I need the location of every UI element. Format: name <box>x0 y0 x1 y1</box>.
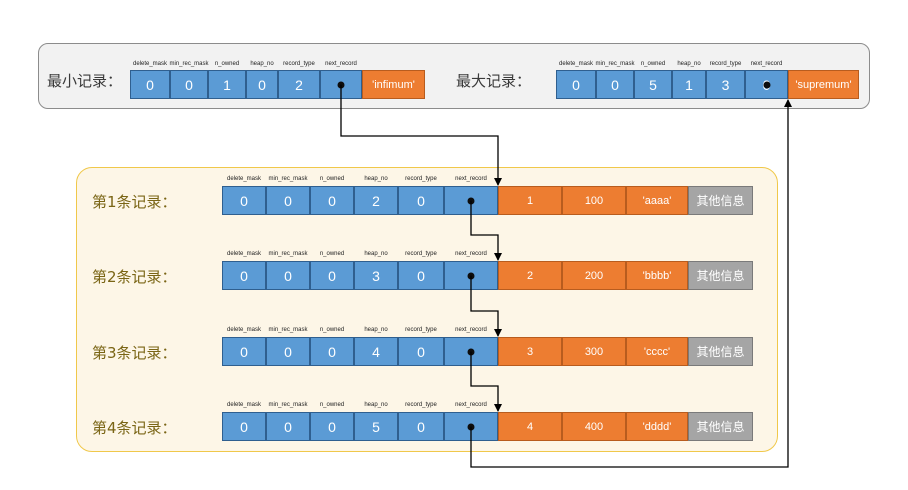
field-delete-mask-value: 0 <box>556 70 596 99</box>
header-field-min-rec-mask: min_rec_mask <box>595 61 635 67</box>
value-column-cell: 400 <box>562 412 626 441</box>
header-field-min-rec-mask: min_rec_mask <box>268 327 308 333</box>
string-column-cell: 'aaaa' <box>626 186 688 215</box>
field-delete-mask-value: 0 <box>222 412 266 441</box>
header-field-n-owned: n_owned <box>319 327 345 333</box>
field-min-rec-mask-value: 0 <box>266 337 310 366</box>
supremum-label: 最大记录： <box>456 72 532 90</box>
header-field-record-type: record_type <box>405 327 437 333</box>
header-field-delete-mask: delete_mask <box>132 61 168 67</box>
header-field-heap-no: heap_no <box>677 61 701 67</box>
next-record-pointer-dot <box>467 423 475 430</box>
header-field-next-record: next_record <box>455 251 487 257</box>
header-field-n-owned: n_owned <box>319 402 345 408</box>
field-record-type-value: 2 <box>278 70 320 99</box>
header-field-delete-mask: delete_mask <box>226 176 262 182</box>
next-record-pointer-dot <box>337 81 345 88</box>
header-field-delete-mask: delete_mask <box>226 251 262 257</box>
field-min-rec-mask-value: 0 <box>266 186 310 215</box>
supremum-data-cell: 'supremum' <box>788 70 859 99</box>
other-info-cell: 其他信息 <box>688 337 753 366</box>
header-field-delete-mask: delete_mask <box>226 402 262 408</box>
header-field-n-owned: n_owned <box>640 61 666 67</box>
field-min-rec-mask-value: 0 <box>266 412 310 441</box>
records-3-label: 第4条记录： <box>92 419 177 437</box>
field-min-rec-mask-value: 0 <box>266 261 310 290</box>
header-field-min-rec-mask: min_rec_mask <box>169 61 209 67</box>
header-field-heap-no: heap_no <box>364 176 388 182</box>
field-min-rec-mask-value: 0 <box>170 70 208 99</box>
header-field-record-type: record_type <box>405 402 437 408</box>
header-field-record-type: record_type <box>283 61 315 67</box>
field-delete-mask-value: 0 <box>222 261 266 290</box>
field-delete-mask-value: 0 <box>222 186 266 215</box>
field-n-owned-value: 5 <box>634 70 672 99</box>
field-heap-no-value: 0 <box>246 70 278 99</box>
header-field-heap-no: heap_no <box>364 327 388 333</box>
id-column-cell: 4 <box>498 412 562 441</box>
header-field-record-type: record_type <box>405 251 437 257</box>
header-field-n-owned: n_owned <box>319 176 345 182</box>
other-info-cell: 其他信息 <box>688 186 753 215</box>
header-field-heap-no: heap_no <box>364 251 388 257</box>
header-field-next-record: next_record <box>455 176 487 182</box>
header-field-heap-no: heap_no <box>250 61 274 67</box>
header-field-delete-mask: delete_mask <box>226 327 262 333</box>
field-heap-no-value: 2 <box>354 186 398 215</box>
records-2-label: 第3条记录： <box>92 344 177 362</box>
field-heap-no-value: 4 <box>354 337 398 366</box>
id-column-cell: 2 <box>498 261 562 290</box>
field-record-type-value: 0 <box>398 186 444 215</box>
field-heap-no-value: 5 <box>354 412 398 441</box>
header-field-min-rec-mask: min_rec_mask <box>268 176 308 182</box>
field-heap-no-value: 3 <box>354 261 398 290</box>
next-record-pointer-dot <box>467 197 475 204</box>
header-field-next-record: next_record <box>455 402 487 408</box>
field-record-type-value: 3 <box>706 70 745 99</box>
value-column-cell: 100 <box>562 186 626 215</box>
value-column-cell: 200 <box>562 261 626 290</box>
header-field-record-type: record_type <box>709 61 742 67</box>
string-column-cell: 'bbbb' <box>626 261 688 290</box>
records-1-label: 第2条记录： <box>92 268 177 286</box>
other-info-cell: 其他信息 <box>688 261 753 290</box>
field-n-owned-value: 0 <box>310 412 354 441</box>
field-n-owned-value: 0 <box>310 337 354 366</box>
field-delete-mask-value: 0 <box>130 70 170 99</box>
id-column-cell: 3 <box>498 337 562 366</box>
header-field-n-owned: n_owned <box>319 251 345 257</box>
header-field-next-record: next_record <box>455 327 487 333</box>
field-delete-mask-value: 0 <box>222 337 266 366</box>
infimum-data-cell: 'infimum' <box>362 70 425 99</box>
header-field-delete-mask: delete_mask <box>558 61 594 67</box>
string-column-cell: 'dddd' <box>626 412 688 441</box>
header-field-min-rec-mask: min_rec_mask <box>268 402 308 408</box>
field-record-type-value: 0 <box>398 261 444 290</box>
header-field-min-rec-mask: min_rec_mask <box>268 251 308 257</box>
field-heap-no-value: 1 <box>672 70 706 99</box>
value-column-cell: 300 <box>562 337 626 366</box>
next-record-pointer-dot <box>467 272 475 279</box>
infimum-label: 最小记录： <box>47 72 123 90</box>
id-column-cell: 1 <box>498 186 562 215</box>
field-n-owned-value: 0 <box>310 261 354 290</box>
header-field-record-type: record_type <box>405 176 437 182</box>
field-min-rec-mask-value: 0 <box>596 70 634 99</box>
field-record-type-value: 0 <box>398 412 444 441</box>
field-record-type-value: 0 <box>398 337 444 366</box>
records-0-label: 第1条记录： <box>92 193 177 211</box>
field-n-owned-value: 1 <box>208 70 246 99</box>
other-info-cell: 其他信息 <box>688 412 753 441</box>
header-field-n-owned: n_owned <box>214 61 240 67</box>
header-field-next-record: next_record <box>750 61 783 67</box>
header-field-next-record: next_record <box>325 61 357 67</box>
field-n-owned-value: 0 <box>310 186 354 215</box>
header-field-heap-no: heap_no <box>364 402 388 408</box>
next-record-pointer-dot <box>467 348 475 355</box>
next-record-pointer-dot <box>763 81 770 88</box>
string-column-cell: 'cccc' <box>626 337 688 366</box>
